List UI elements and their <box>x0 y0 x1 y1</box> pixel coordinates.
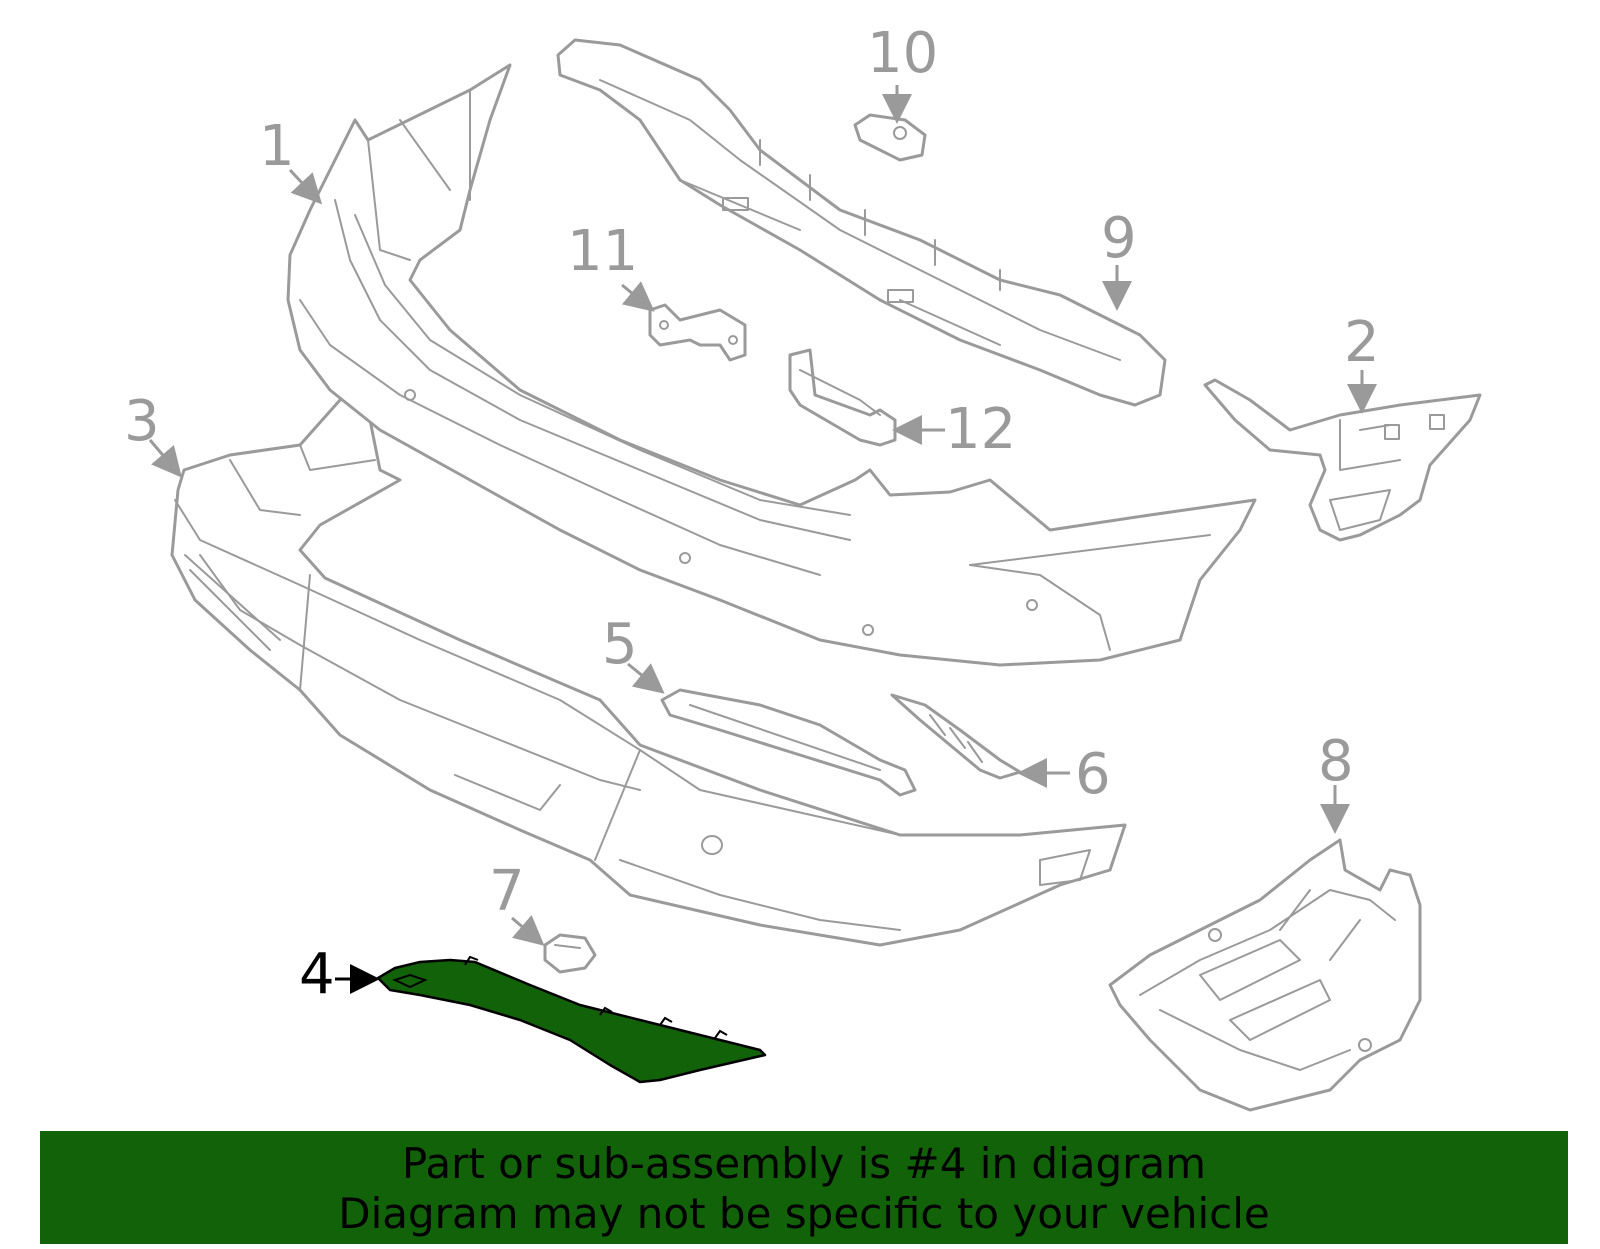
part-5-reflector <box>660 688 917 797</box>
part-2-side-bracket <box>1203 378 1482 542</box>
callout-8: 8 <box>1318 729 1354 794</box>
part-4-diffuser-trim-highlighted[interactable] <box>376 955 767 1084</box>
callout-9: 9 <box>1101 206 1137 271</box>
callout-3: 3 <box>124 389 160 454</box>
part-11-bracket <box>648 303 747 362</box>
callout-arrows <box>148 85 1377 994</box>
callout-7: 7 <box>489 859 525 924</box>
info-banner-bg <box>40 1131 1568 1244</box>
callout-4: 4 <box>299 942 335 1007</box>
part-9-reinforcement-bar <box>556 38 1167 407</box>
part-12-bracket <box>788 348 897 447</box>
banner-line-1: Part or sub-assembly is #4 in diagram <box>401 1139 1207 1188</box>
banner-line-2: Diagram may not be specific to your vehi… <box>338 1189 1270 1238</box>
part-1-upper-bumper-cover <box>286 63 1257 667</box>
part-3-lower-bumper-cover <box>170 393 1127 947</box>
callout-2: 2 <box>1344 310 1380 375</box>
part-6-trim <box>890 693 1022 780</box>
info-banner: Part or sub-assembly is #4 in diagram Di… <box>40 1131 1568 1244</box>
callout-12: 12 <box>945 397 1016 462</box>
callout-10: 10 <box>867 21 938 86</box>
part-8-splash-shield <box>1108 838 1422 1112</box>
part-7-cap <box>543 933 597 974</box>
callout-11: 11 <box>567 219 638 284</box>
callout-5: 5 <box>602 612 638 677</box>
callout-6: 6 <box>1075 742 1111 807</box>
part-10-clip <box>853 113 927 162</box>
callout-1: 1 <box>259 114 295 179</box>
